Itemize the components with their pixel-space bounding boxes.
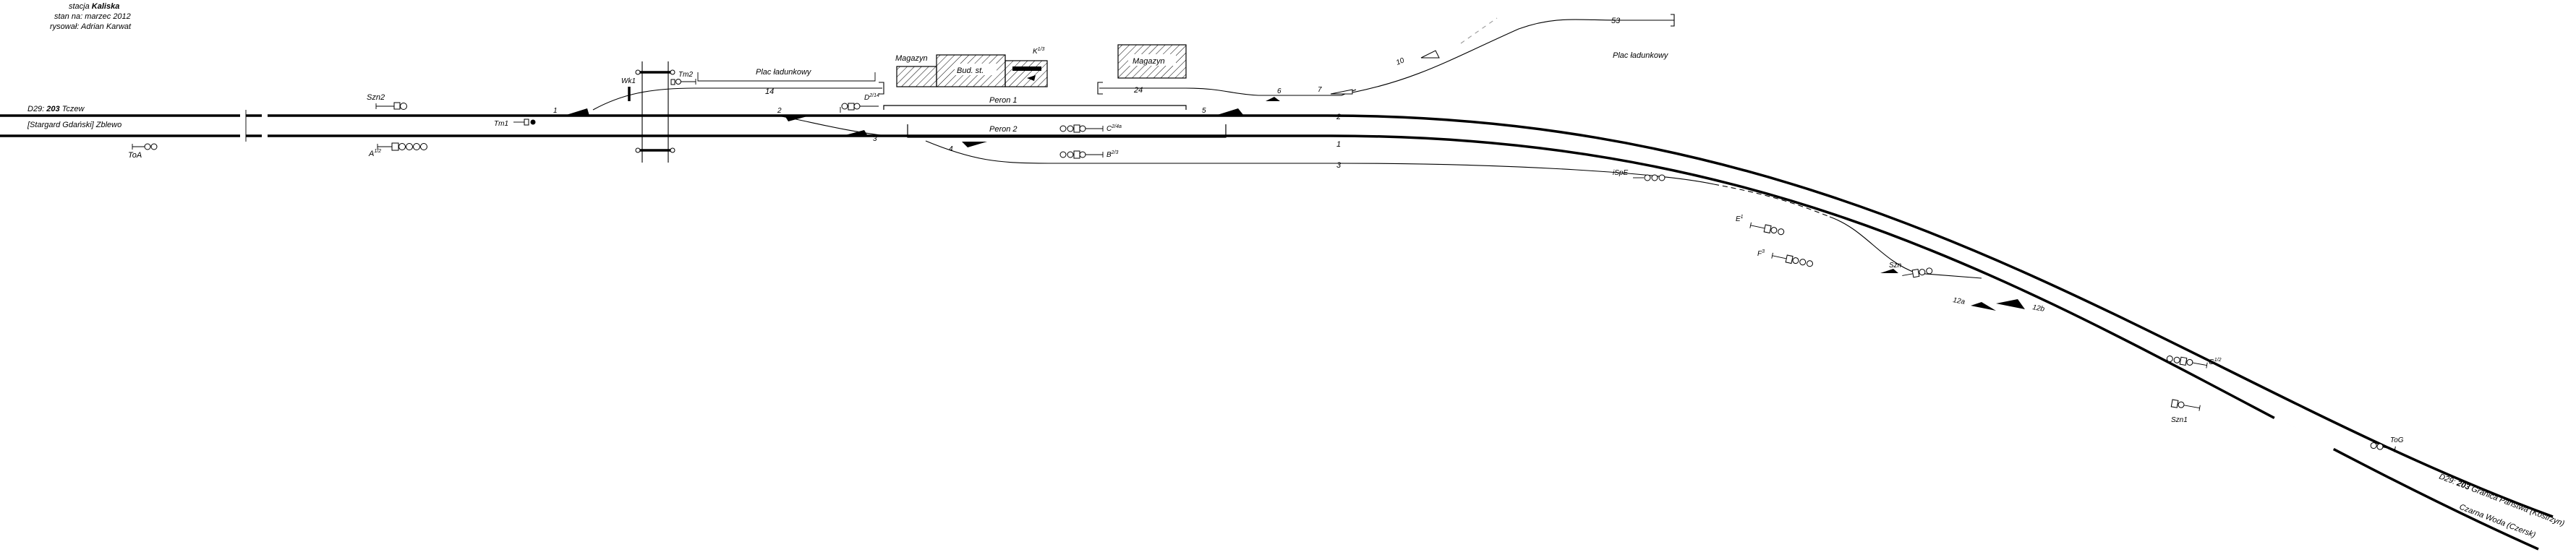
signal-e <box>1749 222 1785 236</box>
track-3-line <box>925 140 1715 185</box>
track-1-line <box>0 134 2539 551</box>
signal-label-d: D2/14 <box>864 93 879 102</box>
signal-label-toa: ToA <box>128 151 142 160</box>
signal-label-szn1: Szn1 <box>2171 416 2188 424</box>
area-label-magazyn-2: Magazyn <box>1133 57 1165 66</box>
header-line3: rysował: Adrian Karwat <box>50 22 132 31</box>
buffer-24 <box>1097 82 1103 95</box>
signal-label-tog: ToG <box>2390 436 2404 444</box>
switch-2-frog <box>785 116 810 121</box>
switch-label-1: 1 <box>553 107 558 115</box>
switch-label-2: 2 <box>777 107 782 115</box>
switch-6-frog <box>1266 97 1280 101</box>
header-line2: stan na: marzec 2012 <box>54 12 131 21</box>
track-label-14: 14 <box>765 87 774 96</box>
signal-d <box>840 103 879 113</box>
track-label-3: 3 <box>1336 161 1342 170</box>
switch-szn-frog <box>1880 269 1898 273</box>
switch-7-frog <box>1330 89 1353 95</box>
track-label-53: 53 <box>1611 17 1621 25</box>
track-label-24: 24 <box>1133 86 1143 95</box>
signal-toa <box>132 143 158 150</box>
siding-24 <box>1099 87 1357 96</box>
signal-label-k: K1/3 <box>1033 47 1045 56</box>
track-3-east <box>1829 216 1982 279</box>
signal-label-szn: Szn <box>1889 262 1902 270</box>
switch-5-frog <box>1215 108 1244 116</box>
signal-tm1 <box>513 119 536 126</box>
break-west-b <box>262 108 268 143</box>
area-label-plac-east: Plac ładunkowy <box>1613 51 1669 60</box>
header-line1: stacja Kaliska <box>69 2 119 11</box>
station-name: Kaliska <box>92 2 120 11</box>
signal-tog <box>2370 442 2396 452</box>
area-label-peron-2: Peron 2 <box>989 125 1018 134</box>
platform-1 <box>883 105 1187 110</box>
switch-1-frog <box>564 108 589 116</box>
building-magazyn-1 <box>896 66 937 87</box>
switch-4-frog <box>962 142 987 147</box>
plac-west-outline <box>697 72 876 82</box>
buffer-53 <box>1671 14 1675 27</box>
switch-3-frog <box>843 130 868 136</box>
signal-label-szn2: Szn2 <box>367 93 385 102</box>
switch-label-7: 7 <box>1318 86 1322 94</box>
signal-szn2 <box>375 102 407 110</box>
break-west-a <box>240 108 246 143</box>
signal-label-a: A1/2 <box>368 149 381 158</box>
signal-tm2 <box>670 79 696 85</box>
level-crossing-label-wk1: Wk1 <box>621 77 636 85</box>
signal-a <box>377 142 427 151</box>
line-label-west-top: D29: 203 Tczew <box>27 105 85 113</box>
signal-label-g: G1/2 <box>2209 358 2222 366</box>
signal-label-b: B2/3 <box>1106 150 1119 159</box>
track-3-dashed <box>1713 184 1830 217</box>
signal-label-tm1: Tm1 <box>494 120 508 128</box>
siding-53 <box>1352 19 1674 93</box>
track-label-1: 1 <box>1336 140 1341 149</box>
switch-label-4: 4 <box>949 145 953 153</box>
level-crossing-wk1 <box>628 61 675 163</box>
signal-isp <box>1633 174 1666 181</box>
signal-szn <box>1902 267 1933 278</box>
area-label-budynek: Bud. st. <box>957 66 984 75</box>
line-label-west-bottom: [Stargard Gdański] Zblewo <box>27 121 121 129</box>
signal-b <box>1059 150 1104 159</box>
signal-label-isp: iSpE <box>1613 169 1628 177</box>
signal-label-f: F3 <box>1757 249 1765 258</box>
break-east-b <box>2293 426 2335 453</box>
signal-szn1 <box>2170 399 2201 411</box>
building-annex <box>1005 60 1048 87</box>
signal-label-e: E1 <box>1736 215 1744 223</box>
switch-12b-frog <box>1996 299 2025 309</box>
track-2-line <box>0 114 2554 518</box>
track-label-2: 2 <box>1336 113 1341 121</box>
signal-label-c: C2/4a <box>1106 124 1122 133</box>
signal-c <box>1059 124 1104 133</box>
signal-label-tm2: Tm2 <box>678 71 693 79</box>
switch-10-frog <box>1420 50 1440 59</box>
area-label-magazyn-1: Magazyn <box>895 54 928 63</box>
buffer-14 <box>879 82 884 95</box>
switch-label-6: 6 <box>1277 87 1281 95</box>
area-label-peron-1: Peron 1 <box>989 96 1018 105</box>
signal-f <box>1771 252 1813 267</box>
switch-label-10: 10 <box>1395 56 1406 67</box>
siding-53-spur <box>1460 17 1498 44</box>
switch-label-12a: 12a <box>1952 296 1966 306</box>
switch-label-3: 3 <box>873 135 877 143</box>
signal-g <box>2166 356 2208 369</box>
switch-label-12b: 12b <box>2031 303 2045 314</box>
area-label-plac-west: Plac ładunkowy <box>756 68 812 77</box>
switch-label-5: 5 <box>1202 107 1206 115</box>
siding-14 <box>592 87 882 111</box>
switch-12a-frog <box>1971 302 1996 311</box>
signal-k <box>1012 66 1041 81</box>
platform-2 <box>907 124 1227 138</box>
